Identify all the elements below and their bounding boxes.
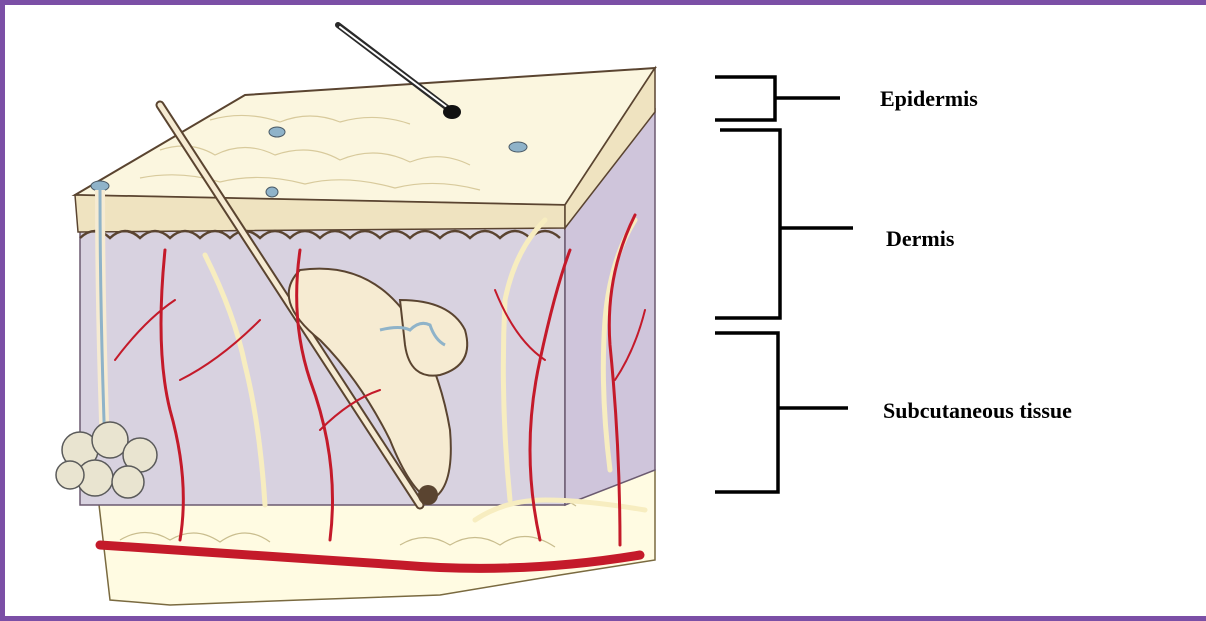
dermis-bracket bbox=[715, 130, 853, 318]
subcutaneous-bracket bbox=[715, 333, 848, 492]
epidermis-layer bbox=[75, 68, 655, 238]
epidermis-bracket bbox=[715, 77, 840, 120]
dermis-label: Dermis bbox=[886, 226, 954, 252]
epidermis-label: Epidermis bbox=[880, 86, 978, 112]
subcutaneous-tissue-label: Subcutaneous tissue bbox=[883, 398, 1072, 424]
